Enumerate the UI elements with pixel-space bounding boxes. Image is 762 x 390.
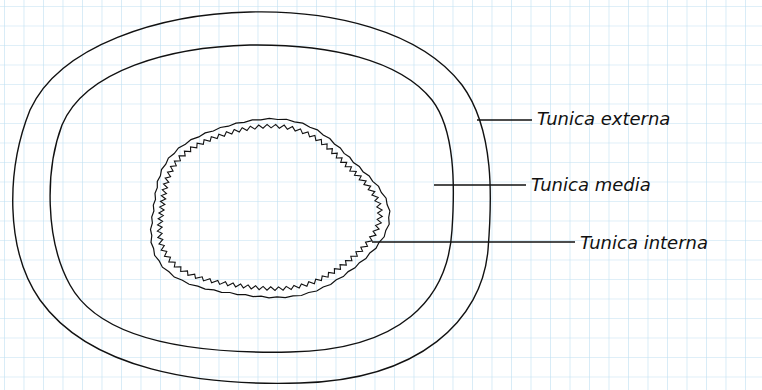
layer-label: Tunica interna	[580, 234, 708, 252]
layer-label: Tunica externa	[537, 110, 670, 128]
leader-line	[477, 119, 532, 120]
tunica-interna-outline	[151, 118, 390, 297]
leader-line	[372, 241, 575, 242]
layer-label: Tunica media	[531, 176, 651, 194]
leader-line	[434, 184, 526, 185]
endothelium-zigzag	[157, 124, 382, 290]
tunica-externa-outline	[13, 12, 491, 383]
tunica-media-outline	[50, 45, 453, 352]
